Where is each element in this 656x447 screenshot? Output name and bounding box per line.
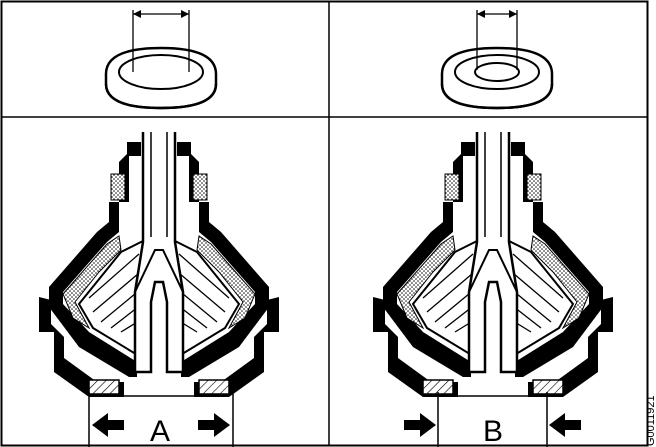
dimension-b: B (404, 392, 581, 447)
arrow-right-outward (198, 413, 230, 437)
arrow-left-inward (404, 413, 436, 437)
arrow-left-outward (92, 413, 124, 437)
arrow-right-inward (549, 413, 581, 437)
label-b: B (483, 415, 503, 447)
gravity-disc-large (104, 10, 218, 110)
dimension-a: A (88, 392, 234, 447)
separator-bowl-right (371, 130, 615, 399)
gravity-disc-small (440, 10, 554, 110)
separator-bowl-left (37, 130, 281, 399)
label-a: A (150, 415, 170, 447)
figure-code: G0011921 (645, 395, 656, 446)
